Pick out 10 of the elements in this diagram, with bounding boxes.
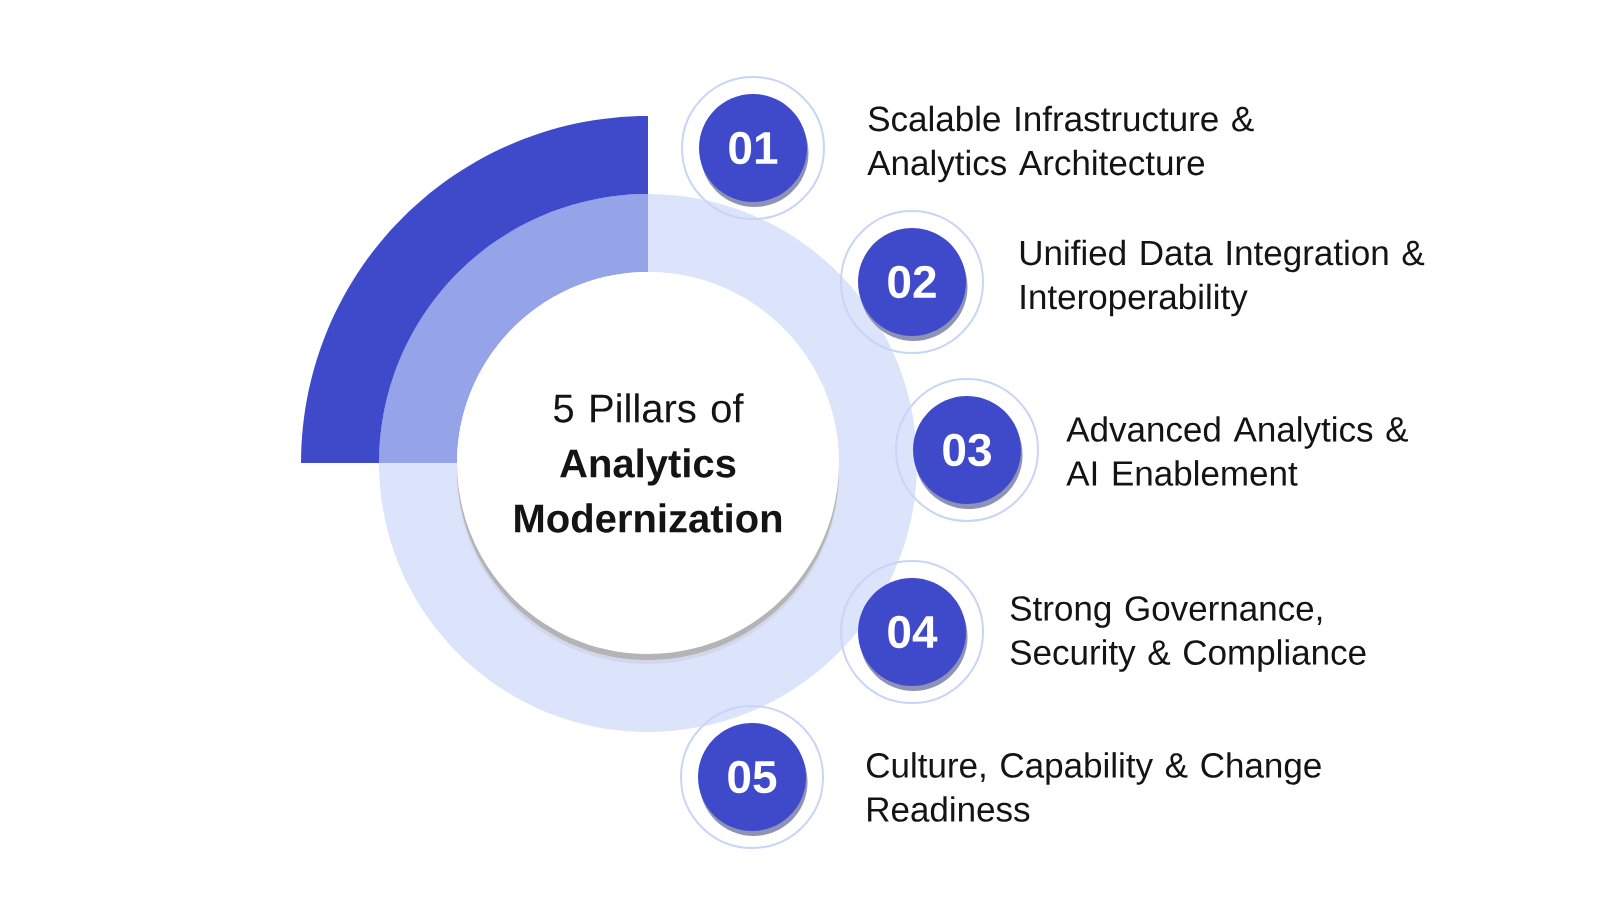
number-badge: 04 [840,560,984,704]
number-badge: 02 [840,210,984,354]
number-badge: 05 [680,705,824,849]
description-text: Culture, Capability & Change Readiness [867,752,1321,822]
number-badge: 01 [681,76,825,220]
description-text: Advanced Analytics & AI Enablement [1066,416,1408,486]
number-badge: 03 [895,378,1039,522]
description-text: Strong Governance, Security & Compliance [1010,596,1366,672]
description-text: Scalable Infrastructure & Analytics Architecture [867,105,1254,183]
description-text: Unified Data Integration & Interoperability [1020,239,1425,317]
